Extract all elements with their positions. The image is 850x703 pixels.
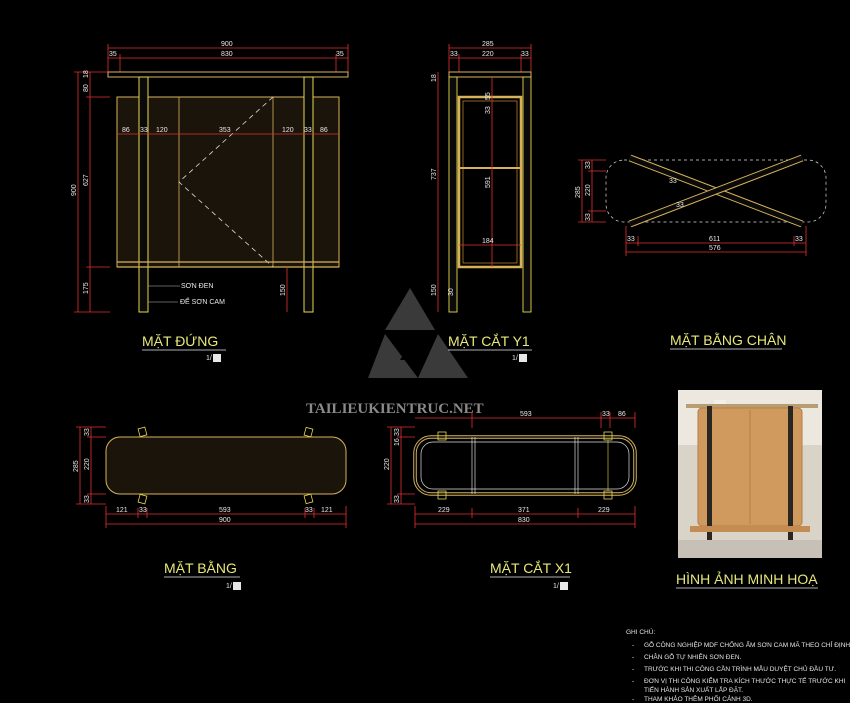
y1-dim-184: 184 [482, 238, 494, 245]
y1-dim-18: 18 [431, 74, 438, 82]
elev-dim-height: 900 [71, 184, 78, 196]
leg-dim-611: 611 [709, 236, 720, 243]
leg-dim-33-right: 33 [795, 236, 803, 243]
x1-dim-16: 16 [394, 438, 401, 446]
notes-heading: GHI CHÚ: [626, 627, 655, 636]
elev-dim-120-right: 120 [282, 127, 294, 134]
elev-dim-33-left: 33 [140, 127, 148, 134]
leg-dim-33-top: 33 [585, 161, 592, 169]
plan-scale: 1/ [226, 583, 232, 590]
watermark-text: TAILIEUKIENTRUC.NET [306, 401, 484, 417]
y1-dim-150: 150 [431, 284, 438, 296]
svg-text:-: - [632, 654, 634, 661]
x1-dim-86: 86 [618, 411, 626, 418]
y1-dim-591: 591 [485, 176, 492, 188]
svg-text:-: - [632, 642, 634, 649]
note-item-4: ĐƠN VỊ THI CÔNG KIỂM TRA KÍCH THƯỚC THỰC… [644, 675, 846, 685]
elevation-view: 900 35 830 35 900 80 18 627 175 86 33 12… [71, 41, 349, 362]
elev-dim-18: 18 [83, 70, 90, 78]
illustration-photo [678, 390, 822, 558]
plan-dim-593: 593 [219, 507, 231, 514]
elev-label-black-paint: SƠN ĐEN [181, 283, 213, 290]
note-item-1: GỖ CÔNG NGHIỆP MDF CHỐNG ẨM SƠN CAM MÃ T… [644, 639, 850, 649]
y1-dim-30: 30 [448, 288, 455, 296]
elev-label-orange-base: ĐẾ SƠN CAM [180, 296, 225, 306]
leg-dim-diag-1: 33 [669, 178, 677, 185]
x1-dim-220: 220 [384, 458, 391, 470]
note-item-2: CHÂN GỖ TỰ NHIÊN SƠN ĐEN. [644, 652, 742, 661]
notes-block: GHI CHÚ: - GỖ CÔNG NGHIỆP MDF CHỐNG ẨM S… [626, 627, 850, 703]
elev-title: MẶT ĐỨNG [142, 333, 218, 349]
elev-dim-150: 150 [280, 284, 287, 296]
elev-scale: 1/ [206, 355, 212, 362]
elev-dim-86-right: 86 [320, 127, 328, 134]
watermark-logo [368, 288, 468, 378]
plan-title: MẶT BẰNG [164, 559, 237, 576]
x1-dim-33-bottom: 33 [394, 495, 401, 503]
x1-dim-830: 830 [518, 517, 530, 524]
section-y1-view: 285 33 220 33 18 737 150 55 33 591 184 3… [431, 41, 532, 362]
leg-dim-33-bottom: 33 [585, 213, 592, 221]
note-item-6: THAM KHẢO THÊM PHỐI CẢNH 3D. [644, 693, 753, 703]
x1-title: MẶT CẮT X1 [490, 559, 572, 576]
plan-dim-33-top: 33 [84, 428, 91, 436]
x1-dim-371: 371 [518, 507, 530, 514]
y1-dim-285: 285 [482, 41, 494, 48]
elev-dim-33-right: 33 [304, 127, 312, 134]
plan-dim-900: 900 [219, 517, 231, 524]
leg-dim-576: 576 [709, 245, 721, 252]
y1-title: MẶT CẮT Y1 [448, 332, 530, 349]
plan-dim-33-right: 33 [305, 507, 313, 514]
elev-dim-35-right: 35 [336, 51, 344, 58]
plan-dim-121-right: 121 [321, 507, 333, 514]
elev-dim-627: 627 [83, 174, 90, 186]
y1-scale: 1/ [512, 355, 518, 362]
section-x1-view: 593 33 86 220 16 33 33 229 371 229 830 [384, 411, 637, 590]
y1-dim-220: 220 [482, 51, 494, 58]
leg-dim-33-left: 33 [627, 236, 635, 243]
x1-dim-593: 593 [520, 411, 532, 418]
plan-dim-220: 220 [84, 458, 91, 470]
plan-dim-33-bottom: 33 [84, 495, 91, 503]
y1-dim-737: 737 [431, 168, 438, 180]
elev-dim-120-left: 120 [156, 127, 168, 134]
svg-text:-: - [632, 666, 634, 673]
leg-dim-diag-2: 33 [676, 202, 684, 209]
note-item-3: TRƯỚC KHI THI CÔNG CẦN TRÌNH MẪU DUYỆT C… [644, 663, 836, 673]
y1-dim-33: 33 [485, 106, 492, 114]
leg-dim-220: 220 [585, 184, 592, 196]
x1-dim-33-top: 33 [394, 428, 401, 436]
elev-dim-830: 830 [221, 51, 233, 58]
leg-dim-285: 285 [575, 186, 582, 198]
plan-dim-121-left: 121 [116, 507, 128, 514]
x1-dim-33: 33 [602, 411, 610, 418]
elev-dim-80: 80 [83, 84, 90, 92]
elev-dim-900: 900 [221, 41, 233, 48]
plan-dim-33-left: 33 [139, 507, 147, 514]
note-item-5: TIẾN HÀNH SẢN XUẤT LẮP ĐẶT. [644, 684, 743, 694]
plan-view: 285 220 33 33 121 33 593 33 121 900 MẶT … [73, 426, 347, 590]
elev-dim-175: 175 [83, 282, 90, 294]
y1-dim-33-left: 33 [450, 51, 458, 58]
elev-dim-353: 353 [219, 127, 231, 134]
x1-dim-229-right: 229 [598, 507, 610, 514]
elev-dim-35-left: 35 [109, 51, 117, 58]
x1-scale: 1/ [553, 583, 559, 590]
y1-dim-55: 55 [485, 92, 492, 100]
leg-plan-title: MẶT BẰNG CHÂN [670, 331, 786, 348]
elev-dim-86-left: 86 [122, 127, 130, 134]
svg-text:-: - [632, 678, 634, 685]
leg-plan-view: 285 220 33 33 33 33 33 611 33 576 MẶT BẰ… [575, 154, 827, 350]
y1-dim-33-right: 33 [521, 51, 529, 58]
svg-text:-: - [632, 696, 634, 703]
plan-dim-285: 285 [73, 460, 80, 472]
x1-dim-229-left: 229 [438, 507, 450, 514]
photo-title: HÌNH ẢNH MINH HOẠ [676, 571, 818, 587]
